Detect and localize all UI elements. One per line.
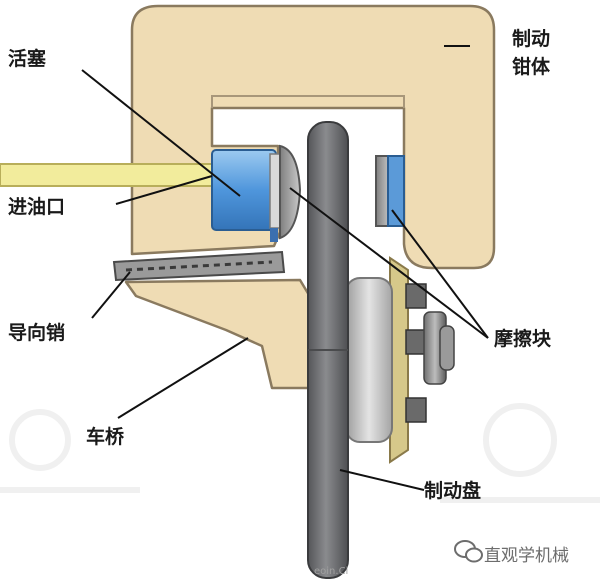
watermark-brand: 直观学机械 [484,546,569,566]
guide-pin-bar [112,250,286,282]
oil-inlet-pipe [0,163,213,187]
caliper-cavity [211,95,405,108]
label-caliper-line1: 制动 [512,28,551,50]
wechat-icon [454,540,483,563]
label-guide-pin: 导向销 [8,322,66,344]
guide-pin-teeth [125,260,273,272]
inner-friction-pad [279,144,302,240]
background-sketch [0,403,600,503]
label-axle: 车桥 [86,426,125,448]
axle-body [124,278,314,390]
outer-pad-backing [387,155,405,227]
piston-seal [269,153,281,229]
label-friction-pad: 摩擦块 [494,328,552,350]
watermark-tag: eoin.Ci [314,566,349,577]
label-brake-disc: 制动盘 [424,480,482,502]
leader-lines [81,45,489,491]
wheel-hub [345,256,455,464]
label-caliper-line2: 钳体 [512,56,551,78]
piston-plug [270,228,278,242]
label-piston: 活塞 [8,48,47,70]
piston [211,149,277,231]
label-oil-inlet: 进油口 [8,196,66,218]
